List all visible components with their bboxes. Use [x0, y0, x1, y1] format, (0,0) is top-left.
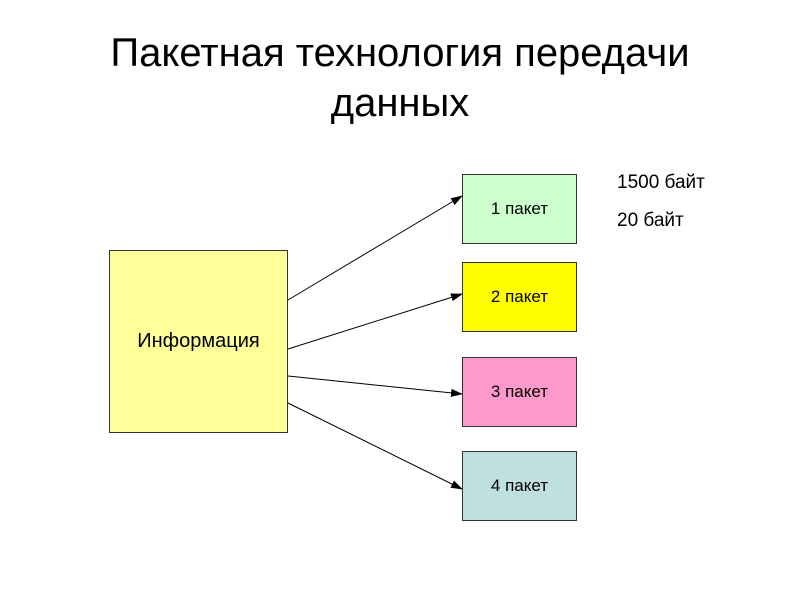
title-line-2: данных [330, 81, 470, 125]
packet-3-box: 3 пакет [462, 357, 577, 427]
packet-3-label: 3 пакет [490, 382, 549, 401]
packet-2-box: 2 пакет [462, 262, 577, 332]
arrow-to-packet-1 [287, 195, 463, 301]
title-line-1: Пакетная технология передачи [110, 31, 690, 75]
arrow-to-packet-4 [287, 402, 463, 490]
information-box: Информация [109, 250, 288, 433]
packet-size-note: 1500 байт [617, 172, 705, 193]
packet-1-label: 1 пакет [490, 199, 549, 218]
packet-2-label: 2 пакет [490, 287, 549, 306]
arrow-to-packet-3 [287, 375, 463, 397]
arrow-to-packet-2 [287, 293, 463, 350]
packet-4-label: 4 пакет [490, 476, 549, 495]
packet-1-box: 1 пакет [462, 174, 577, 244]
packet-4-box: 4 пакет [462, 451, 577, 521]
slide-title: Пакетная технология передачи данных [0, 28, 800, 128]
header-size-note: 20 байт [617, 210, 684, 231]
information-label: Информация [137, 330, 260, 352]
